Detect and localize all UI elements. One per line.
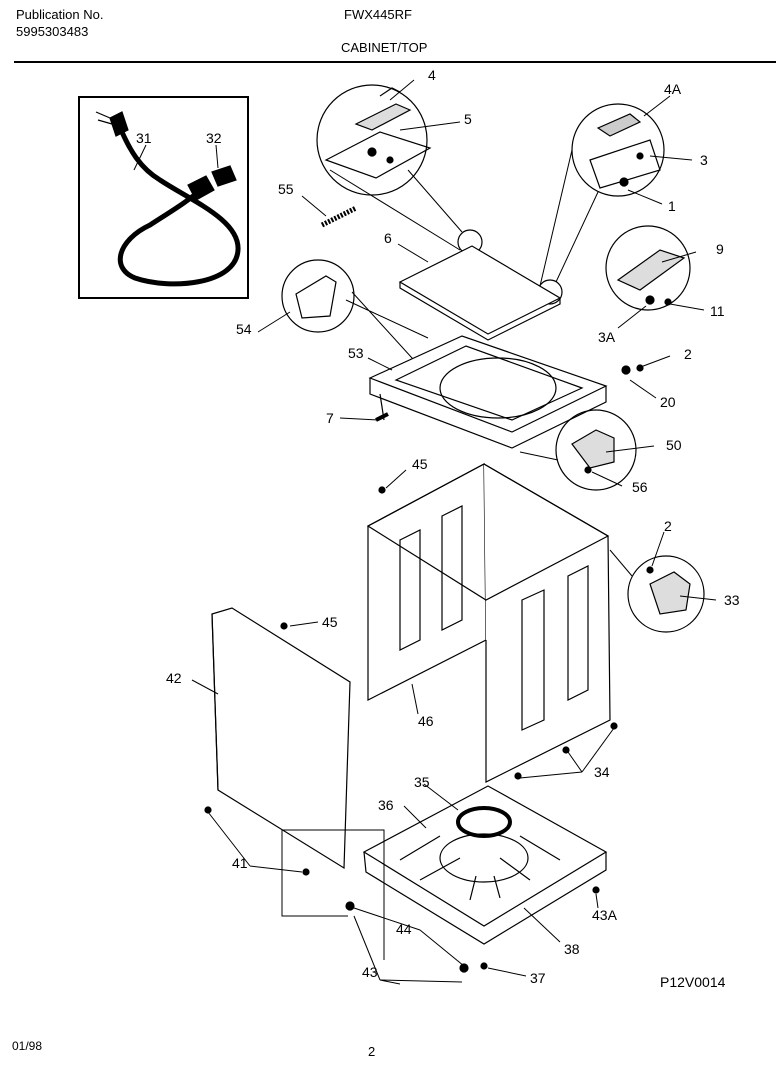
callout-1: 1: [668, 198, 676, 214]
callout-38: 38: [564, 941, 580, 957]
callout-7: 7: [326, 410, 334, 426]
callout-45-front: 45: [322, 614, 338, 630]
cabinet-top-part: [368, 335, 644, 449]
lid-part: [398, 245, 562, 341]
callout-43: 43: [362, 964, 378, 980]
callout-3a: 3A: [598, 329, 616, 345]
section-title: CABINET/TOP: [341, 40, 428, 55]
diagram-code: P12V0014: [660, 974, 726, 990]
publication-label: Publication No.: [16, 7, 104, 22]
callout-2-top: 2: [684, 346, 692, 362]
connector-detail-circle: [609, 549, 705, 633]
callout-41: 41: [232, 855, 248, 871]
callout-31: 31: [136, 130, 152, 146]
callout-55: 55: [278, 181, 294, 197]
callout-11: 11: [710, 303, 725, 319]
callout-46: 46: [418, 713, 434, 729]
footer-date: 01/98: [12, 1039, 42, 1053]
callout-5: 5: [464, 111, 472, 127]
callout-6: 6: [384, 230, 392, 246]
callout-54: 54: [236, 321, 252, 337]
cabinet-wrapper-part: [366, 463, 618, 783]
callout-35: 35: [414, 774, 430, 790]
callout-33: 33: [724, 592, 740, 608]
callout-9: 9: [716, 241, 724, 257]
callout-37: 37: [530, 970, 546, 986]
front-panel-part: [204, 607, 351, 876]
callout-34: 34: [594, 764, 610, 780]
hinge-detail-circle: [316, 84, 483, 255]
callout-32: 32: [206, 130, 222, 146]
callout-42: 42: [166, 670, 182, 686]
callout-2-right: 2: [664, 518, 672, 534]
page-number: 2: [368, 1044, 375, 1059]
callout-3: 3: [700, 152, 708, 168]
callout-labels: 31 32 55 6 4 5 4A 3 1 9 11 3A 54 53 2 20…: [12, 67, 740, 1059]
callout-50: 50: [666, 437, 682, 453]
leader-lines: [133, 79, 717, 985]
header-rule: [14, 61, 776, 63]
callout-36: 36: [378, 797, 394, 813]
publication-number: 5995303483: [16, 24, 89, 39]
spring-part: [320, 205, 358, 228]
callout-4a: 4A: [664, 81, 682, 97]
model-number: FWX445RF: [344, 7, 412, 22]
power-cord-inset: [78, 96, 249, 299]
callout-20: 20: [660, 394, 676, 410]
callout-53: 53: [348, 345, 364, 361]
lid-switch-detail-circle: [605, 225, 691, 311]
callout-4: 4: [428, 67, 436, 83]
bracket-detail-circle: [537, 103, 665, 305]
base-part: [281, 785, 608, 973]
callout-56: 56: [632, 479, 648, 495]
callout-44: 44: [396, 921, 412, 937]
switch-detail-circle: [519, 409, 637, 491]
callout-45-top: 45: [412, 456, 428, 472]
callout-43a: 43A: [592, 907, 618, 923]
